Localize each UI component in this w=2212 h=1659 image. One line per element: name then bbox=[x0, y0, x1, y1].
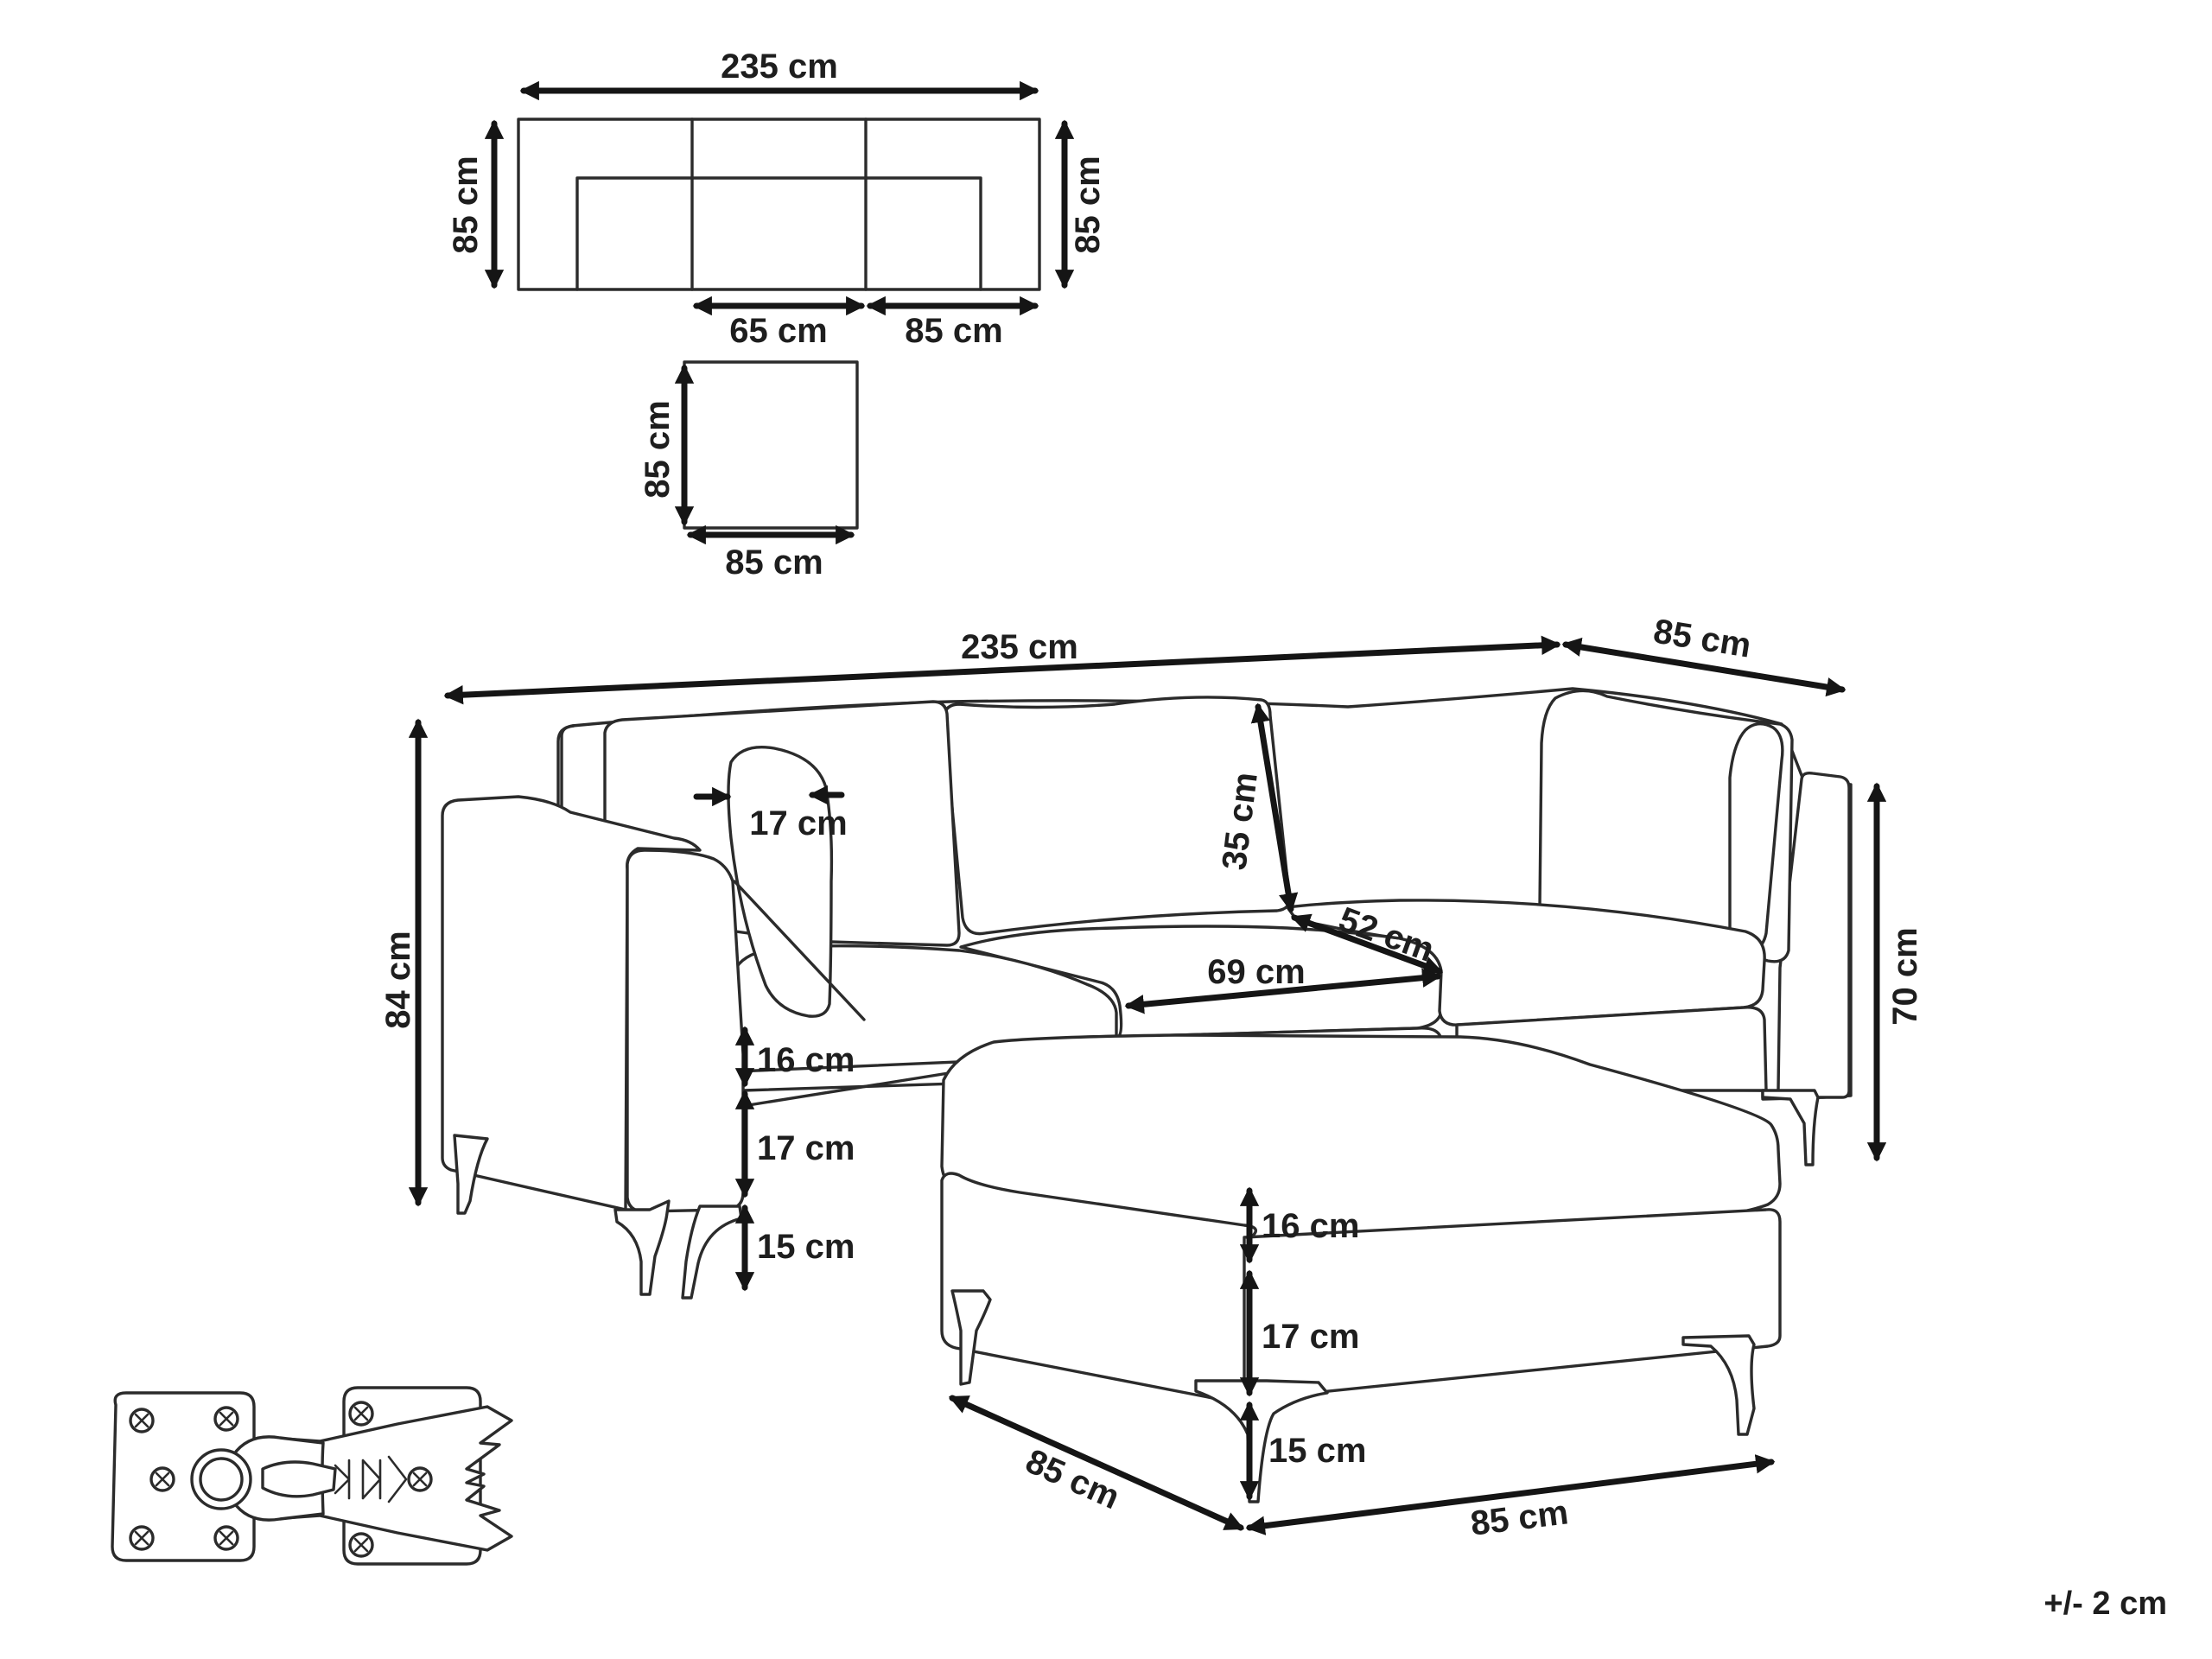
seat-depth-dimension bbox=[1290, 913, 1444, 976]
screw-icon bbox=[213, 1406, 239, 1432]
screw-icon bbox=[129, 1408, 155, 1433]
tolerance-note: +/- 2 cm bbox=[2044, 1586, 2167, 1622]
ottoman-depth-dimension bbox=[948, 1395, 1245, 1531]
top-view-outline bbox=[517, 118, 1041, 291]
leg-label: 15 cm bbox=[757, 1228, 855, 1266]
bracket-hook-inner bbox=[261, 1460, 337, 1498]
bracket-plate-left bbox=[111, 1391, 256, 1562]
cushion-width-label: 17 cm bbox=[749, 804, 847, 842]
ottoman-leg-label: 15 cm bbox=[1268, 1432, 1366, 1470]
ottoman-leg-left bbox=[950, 1289, 992, 1386]
ottoman-leg-right bbox=[1681, 1334, 1756, 1436]
sofa-leg-back-right bbox=[1761, 1089, 1820, 1166]
top-depth-left-label: 85 cm bbox=[447, 156, 485, 253]
bracket-teeth bbox=[334, 1455, 408, 1503]
ottoman-width-dimension bbox=[1245, 1454, 1776, 1535]
total-width-dimension bbox=[443, 635, 1561, 705]
screw-icon bbox=[213, 1525, 239, 1551]
top-view-ottoman: 85 cm 85 cm bbox=[639, 360, 859, 582]
seat-base-label: 17 cm bbox=[757, 1129, 855, 1167]
screw-icon bbox=[149, 1466, 175, 1492]
side-depth-label: 85 cm bbox=[1651, 613, 1754, 665]
left-arm-top bbox=[441, 795, 702, 1211]
ottoman-base-right bbox=[1243, 1208, 1782, 1402]
connector-bracket-detail bbox=[111, 1386, 513, 1566]
left-pillow bbox=[727, 746, 834, 1018]
top-seat-width-label: 65 cm bbox=[729, 312, 827, 350]
side-depth-dimension bbox=[1561, 637, 1847, 697]
left-arm-front bbox=[626, 849, 745, 1213]
screw-icon bbox=[348, 1401, 374, 1427]
sofa-leg-front-left bbox=[613, 1199, 671, 1296]
seat-cushion-label: 16 cm bbox=[757, 1041, 855, 1079]
ottoman-base-label: 17 cm bbox=[1262, 1318, 1359, 1356]
top-view-seat-area bbox=[575, 176, 982, 291]
screw-icon bbox=[407, 1466, 433, 1492]
screw-icon bbox=[129, 1525, 155, 1551]
sofa-leg-back-left bbox=[453, 1134, 489, 1215]
top-corner-width-label: 85 cm bbox=[905, 312, 1002, 350]
total-width-label: 235 cm bbox=[961, 628, 1078, 666]
ottoman-top-depth-label: 85 cm bbox=[639, 400, 677, 498]
left-back-frame-edge bbox=[556, 724, 575, 816]
bracket-pivot-inner bbox=[199, 1457, 244, 1502]
ottoman-top-outline bbox=[683, 360, 859, 530]
left-arm-inner bbox=[733, 880, 866, 1021]
screw-icon bbox=[348, 1532, 374, 1558]
top-width-label: 235 cm bbox=[721, 48, 838, 86]
seat-width-dimension bbox=[1124, 968, 1442, 1014]
ottoman-cushion-label: 16 cm bbox=[1262, 1207, 1359, 1245]
sofa-leg-front-right bbox=[681, 1205, 743, 1300]
ottoman-perspective bbox=[940, 1033, 1782, 1503]
total-height-label: 84 cm bbox=[379, 931, 417, 1028]
ottoman-top-width-label: 85 cm bbox=[725, 543, 823, 582]
backrest-height-dimension bbox=[1250, 702, 1299, 913]
top-view-sofa: 235 cm 85 cm 85 cm 65 cm 85 cm bbox=[447, 48, 1107, 350]
top-depth-right-label: 85 cm bbox=[1069, 156, 1107, 253]
front-dimensions: 235 cm 85 cm 84 cm 70 cm 17 cm 35 cm 52 … bbox=[379, 613, 1924, 1292]
seat-width-label: 69 cm bbox=[1207, 953, 1305, 991]
arm-height-label: 70 cm bbox=[1886, 927, 1924, 1025]
